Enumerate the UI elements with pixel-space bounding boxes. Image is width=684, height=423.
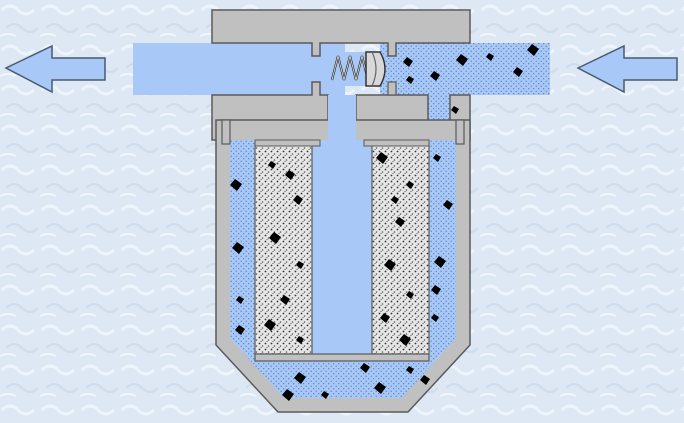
dirt-particle xyxy=(456,54,468,66)
outlet-pipe xyxy=(133,43,345,95)
dirt-particle xyxy=(433,154,441,162)
poppet-highlight xyxy=(371,51,377,87)
dirt-particle xyxy=(285,170,295,180)
dirt-particle xyxy=(232,242,244,254)
dirt-particle xyxy=(268,161,276,169)
dirt-particle xyxy=(374,382,386,394)
dirt-particle xyxy=(376,152,388,164)
dirt-particle xyxy=(391,196,399,204)
element-cap-right xyxy=(363,139,430,147)
bowl-lip-right xyxy=(455,119,465,145)
filter-element-right xyxy=(371,141,430,355)
inlet-pipe xyxy=(380,43,550,95)
dirt-particle xyxy=(282,389,294,401)
dirt-particle xyxy=(434,256,446,268)
dirt-particles xyxy=(230,44,539,401)
dirt-particle xyxy=(321,391,329,399)
dirt-particle xyxy=(406,291,414,299)
dirt-particle xyxy=(296,261,304,269)
outlet-arrow xyxy=(4,44,106,94)
dirt-particle xyxy=(296,336,304,344)
dirt-particle xyxy=(406,366,414,374)
dirt-particle xyxy=(431,314,439,322)
dirt-particle xyxy=(513,67,523,77)
dirt-particle xyxy=(293,195,303,205)
valve-seat-post xyxy=(387,81,397,96)
dirt-particle xyxy=(406,76,414,84)
dirt-particle xyxy=(443,200,453,210)
dirt-particle xyxy=(384,259,396,271)
dirt-particle xyxy=(236,296,244,304)
dirt-particle xyxy=(280,295,290,305)
dirt-particle xyxy=(420,375,430,385)
filter-element-left xyxy=(254,141,313,355)
dirt-particle xyxy=(431,285,441,295)
bowl-lip-left xyxy=(221,119,231,145)
filter-head-top xyxy=(211,9,471,57)
dirt-particle xyxy=(395,217,405,227)
dirt-particle xyxy=(451,106,459,114)
dirt-particle xyxy=(294,372,306,384)
dirt-particle xyxy=(230,179,242,191)
dirt-particle xyxy=(430,71,440,81)
dirt-particle xyxy=(399,334,411,346)
dirt-particle xyxy=(264,319,276,331)
dirt-particle xyxy=(360,363,370,373)
element-cap-left xyxy=(254,139,321,147)
center-tube-inner xyxy=(312,140,372,355)
dirt-particle xyxy=(527,44,539,56)
dirt-particle xyxy=(406,181,414,189)
dirt-particle xyxy=(486,53,494,61)
dirt-particle xyxy=(403,57,413,67)
dirt-particle xyxy=(269,232,281,244)
element-bottom-plate xyxy=(254,353,430,362)
dirt-particle xyxy=(235,325,245,335)
inlet-arrow xyxy=(576,44,678,94)
dirt-particle xyxy=(380,313,390,323)
